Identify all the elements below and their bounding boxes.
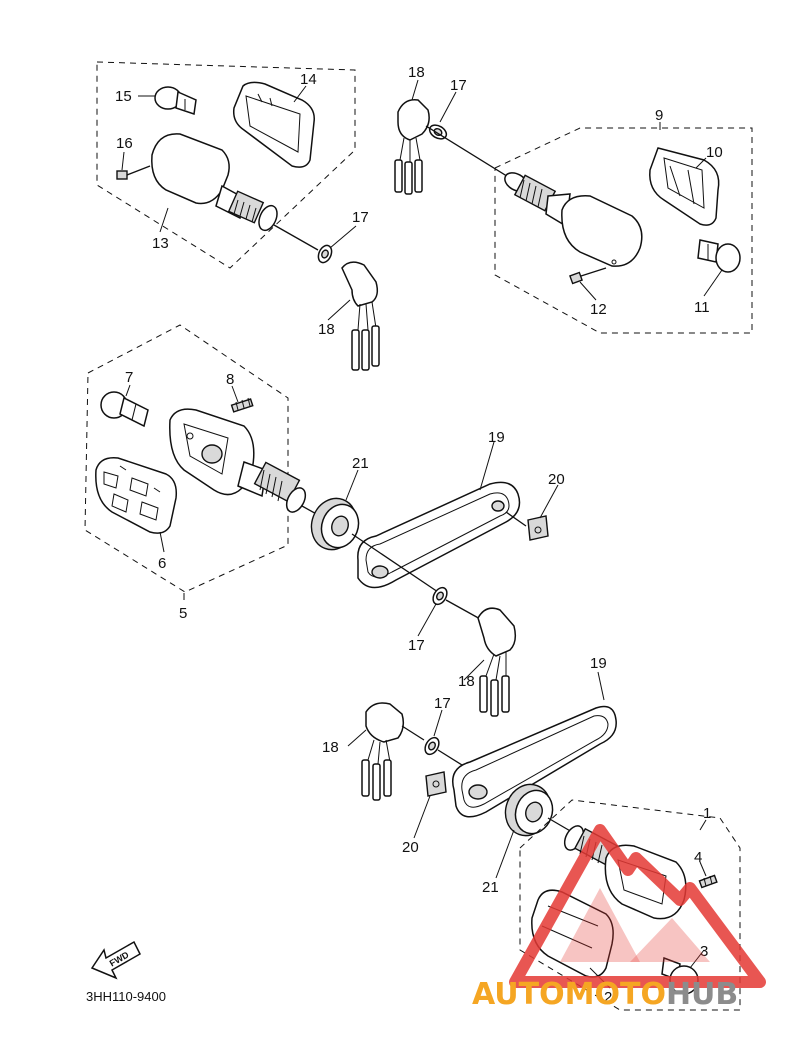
assembly-5-boundary: [84, 324, 289, 593]
watermark-moto: MOTO: [565, 977, 666, 1012]
assembly-5: [84, 324, 321, 593]
stay-19b: [452, 705, 617, 818]
housing-9: [504, 172, 643, 267]
callout-8: 8: [226, 371, 234, 388]
callout-21a: 21: [352, 455, 369, 472]
watermark-logo: AUTOMOTOHUB: [472, 824, 766, 1012]
callout-7: 7: [125, 369, 133, 386]
connector-18d: [361, 702, 405, 801]
connector-18c: [477, 607, 517, 717]
callout-21b: 21: [482, 879, 499, 896]
callout-17c: 17: [408, 637, 425, 654]
callout-17b: 17: [450, 77, 467, 94]
callout-5: 5: [179, 605, 187, 622]
screw-4: [698, 874, 718, 889]
watermark-triangle-icon: [509, 824, 766, 988]
callout-17a: 17: [352, 209, 369, 226]
fwd-arrow-icon: FWD: [90, 940, 141, 980]
bulb-15: [154, 86, 197, 115]
callout-18c: 18: [458, 673, 475, 690]
drawing-code: 3HH110-9400: [86, 989, 166, 1004]
callout-14: 14: [300, 71, 317, 88]
callout-1: 1: [703, 805, 711, 822]
callout-18b: 18: [408, 64, 425, 81]
assembly-13: [96, 61, 380, 371]
callout-19b: 19: [590, 655, 607, 672]
lens-10: [649, 147, 720, 226]
callout-11: 11: [694, 299, 710, 316]
assembly-9: [394, 99, 753, 334]
callout-20b: 20: [402, 839, 419, 856]
callout-15: 15: [115, 88, 132, 105]
screw-16: [116, 165, 151, 180]
stay-19a: [357, 481, 521, 589]
housing-13: [151, 133, 319, 251]
callout-17d: 17: [434, 695, 451, 712]
callout-3: 3: [700, 943, 708, 960]
callout-10: 10: [706, 144, 723, 161]
connector-18a: [341, 261, 380, 371]
callout-6: 6: [158, 555, 166, 572]
callout-13: 13: [152, 235, 169, 252]
callout-9: 9: [655, 107, 663, 124]
callout-19a: 19: [488, 429, 505, 446]
watermark-hub: HUB: [666, 977, 738, 1012]
assembly-13-boundary: [96, 61, 356, 269]
nut-20a: [527, 515, 549, 541]
callout-18a: 18: [318, 321, 335, 338]
callout-2: 2: [604, 989, 612, 1006]
nut-20b: [425, 771, 447, 797]
callout-18d: 18: [322, 739, 339, 756]
housing-5: [169, 408, 307, 513]
grommet-21a: [310, 497, 360, 551]
grommet-17d: [424, 736, 440, 756]
watermark-text: AUTOMOTOHUB: [472, 977, 738, 1012]
connector-18b: [394, 99, 430, 195]
grommet-17a: [317, 244, 333, 264]
bulb-7: [100, 391, 149, 428]
callout-12: 12: [590, 301, 607, 318]
callouts: 15 14 16 13 17 18 18 17 9 10 11 12 7 8 6…: [115, 64, 723, 1006]
callout-4: 4: [694, 849, 702, 866]
lens-14: [232, 81, 315, 168]
watermark-auto: AUTO: [472, 977, 565, 1012]
callout-20a: 20: [548, 471, 565, 488]
screw-12: [569, 267, 607, 285]
bulb-11: [697, 239, 741, 273]
grommet-17c: [432, 586, 448, 606]
leader-lines: [121, 79, 723, 989]
lens-6: [95, 457, 178, 534]
screw-8: [230, 397, 254, 413]
mounting-middle: [310, 481, 549, 717]
mounting-lower: [361, 702, 617, 837]
grommet-21b: [504, 783, 554, 837]
callout-16: 16: [116, 135, 133, 152]
assembly-9-boundary: [494, 127, 753, 334]
